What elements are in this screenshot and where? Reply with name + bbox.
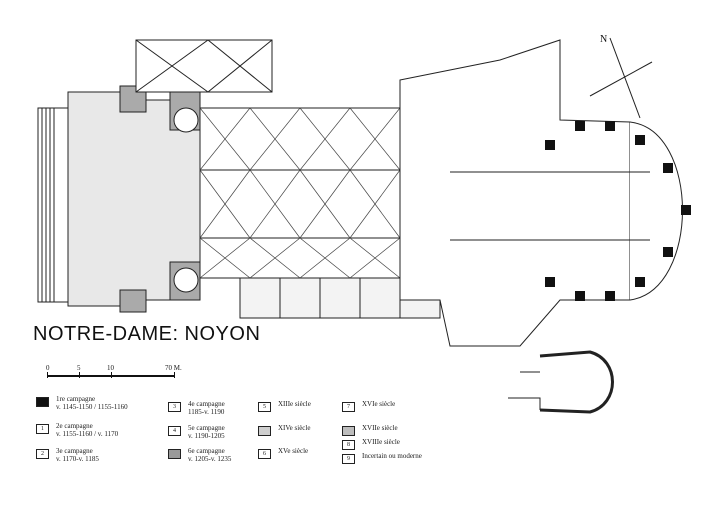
legend-dates: v. 1190-1205 bbox=[188, 432, 225, 440]
scale-tick bbox=[47, 372, 48, 378]
legend-swatch: 4 bbox=[168, 426, 181, 436]
legend-swatch bbox=[168, 449, 181, 459]
legend-dates: v. 1205-v. 1235 bbox=[188, 455, 232, 463]
legend-dates: 1185-v. 1190 bbox=[188, 408, 225, 416]
vault-rib bbox=[199, 107, 251, 171]
apse-pier bbox=[663, 163, 673, 173]
legend-label: XIIIe siècle bbox=[278, 400, 311, 408]
north-chapel bbox=[135, 39, 273, 93]
apse-pier bbox=[545, 140, 555, 150]
apse-pier bbox=[663, 247, 673, 257]
apse-pier bbox=[575, 291, 585, 301]
vault-rib bbox=[349, 237, 401, 279]
apse-pier bbox=[575, 121, 585, 131]
legend-label: XVIe siècle bbox=[362, 400, 396, 408]
legend-label: 4e campagne bbox=[188, 400, 225, 408]
legend-label: XIVe siècle bbox=[278, 424, 311, 432]
legend-swatch: 9 bbox=[342, 454, 355, 464]
legend-label: Incertain ou moderne bbox=[362, 452, 422, 460]
legend-swatch: 6 bbox=[258, 449, 271, 459]
vault-rib bbox=[299, 107, 351, 171]
plan-title: NOTRE-DAME: NOYON bbox=[33, 323, 261, 345]
legend-swatch: 1 bbox=[36, 424, 49, 434]
apse-pier bbox=[605, 291, 615, 301]
scale-end-label: 70 M. bbox=[165, 364, 182, 372]
vault-rib bbox=[299, 237, 351, 279]
scale-label: 10 bbox=[107, 364, 114, 372]
vault-rib bbox=[249, 169, 301, 239]
legend-dates: v. 1170-v. 1185 bbox=[56, 455, 99, 463]
scale-bar: 0 5 10 70 M. bbox=[46, 364, 187, 382]
apse-pier bbox=[635, 277, 645, 287]
legend-swatch bbox=[36, 397, 49, 407]
inset-apse-plan bbox=[508, 350, 614, 414]
vault-rib bbox=[249, 107, 301, 171]
vault-rib bbox=[199, 169, 251, 239]
legend-label: 1re campagne bbox=[56, 395, 96, 403]
legend-swatch: 8 bbox=[342, 440, 355, 450]
vault-rib bbox=[349, 169, 401, 239]
westwork bbox=[67, 85, 201, 313]
north-arrow: N bbox=[589, 34, 653, 119]
transept-choir bbox=[399, 39, 683, 347]
scale-tick bbox=[111, 372, 112, 378]
legend-label: 5e campagne bbox=[188, 424, 225, 432]
scale-tick bbox=[79, 372, 80, 378]
apse-pier bbox=[635, 135, 645, 145]
legend-swatch: 3 bbox=[168, 402, 181, 412]
svg-text:N: N bbox=[600, 34, 607, 45]
legend-label: XVIIe siècle bbox=[362, 424, 398, 432]
legend-label: XVIIIe siècle bbox=[362, 438, 400, 446]
apse-pier bbox=[681, 205, 691, 215]
legend-swatch: 2 bbox=[36, 449, 49, 459]
vault-rib bbox=[299, 169, 351, 239]
scale-label: 5 bbox=[77, 364, 81, 372]
legend-swatch bbox=[258, 426, 271, 436]
vault-rib bbox=[249, 237, 301, 279]
apse-piers bbox=[545, 121, 691, 301]
west-facade bbox=[37, 107, 69, 303]
legend-label: 2e campagne bbox=[56, 422, 93, 430]
legend-dates: v. 1155-1160 / v. 1170 bbox=[56, 430, 119, 438]
legend-swatch: 7 bbox=[342, 402, 355, 412]
legend-dates: v. 1145-1150 / 1155-1160 bbox=[56, 403, 128, 411]
legend-label: XVe siècle bbox=[278, 447, 309, 455]
legend-label: 6e campagne bbox=[188, 447, 225, 455]
vault-rib bbox=[199, 237, 251, 279]
scale-label: 0 bbox=[46, 364, 50, 372]
scale-tick bbox=[174, 372, 175, 378]
legend-label: 3e campagne bbox=[56, 447, 93, 455]
apse-pier bbox=[545, 277, 555, 287]
vault-rib bbox=[349, 107, 401, 171]
legend-swatch: 5 bbox=[258, 402, 271, 412]
legend-swatch bbox=[342, 426, 355, 436]
apse-pier bbox=[605, 121, 615, 131]
